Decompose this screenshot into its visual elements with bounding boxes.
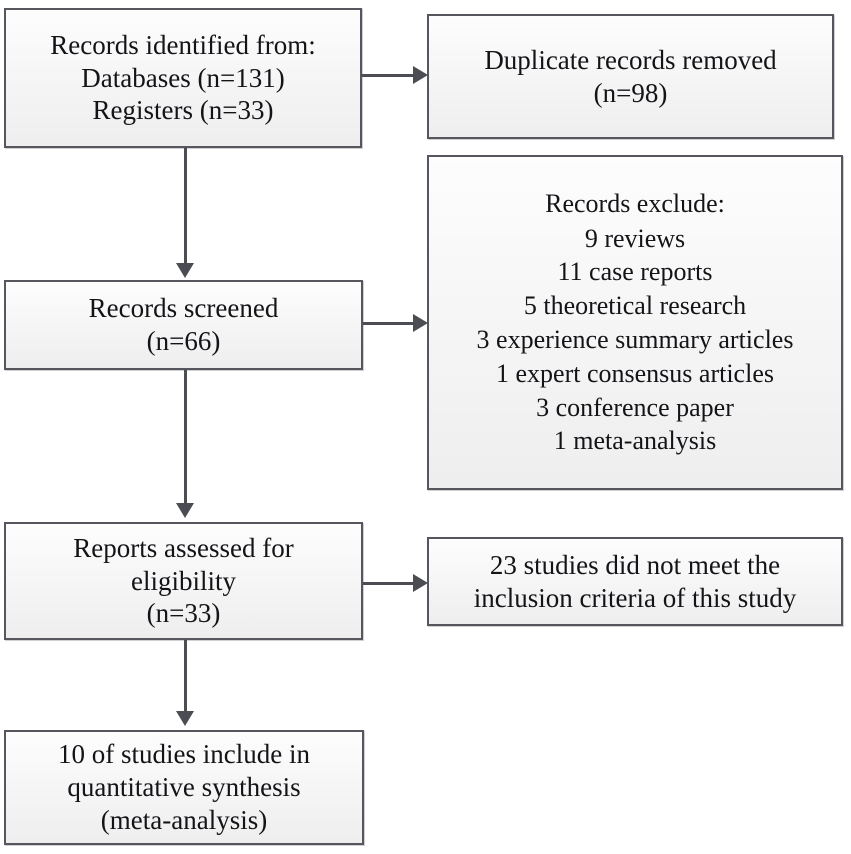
- arrow-down-icon: [176, 263, 194, 278]
- node-line: 1 expert consensus articles: [496, 358, 774, 388]
- arrow-down-icon: [176, 711, 194, 726]
- node-line: Registers (n=33): [92, 95, 274, 126]
- node-line: 1 meta-analysis: [553, 426, 717, 456]
- connector-identified-to-screened-line: [184, 148, 187, 265]
- connector-screened-to-eligibility-line: [184, 370, 187, 505]
- node-line: Reports assessed for: [73, 532, 294, 563]
- node-line: 9 reviews: [584, 223, 686, 253]
- connector-eligibility-to-notmeet-line: [363, 582, 415, 585]
- node-line: inclusion criteria of this study: [473, 582, 797, 613]
- node-line: quantitative synthesis: [67, 772, 301, 803]
- node-records-excluded[interactable]: Records exclude: 9 reviews 11 case repor…: [427, 155, 843, 490]
- connector-eligibility-to-included-line: [184, 640, 187, 713]
- node-records-screened[interactable]: Records screened (n=66): [4, 280, 363, 370]
- arrow-right-icon: [413, 314, 428, 332]
- arrow-right-icon: [413, 66, 428, 84]
- node-line: Records exclude:: [545, 188, 725, 218]
- arrow-down-icon: [176, 503, 194, 518]
- node-line: 3 conference paper: [536, 392, 734, 422]
- node-line: eligibility: [131, 565, 236, 596]
- node-line: Records screened: [88, 293, 279, 324]
- arrow-right-icon: [413, 574, 428, 592]
- connector-screened-to-excluded-line: [363, 322, 415, 325]
- node-line: (n=66): [146, 326, 221, 356]
- node-line: Records identified from:: [50, 29, 316, 60]
- node-line: 23 studies did not meet the: [489, 549, 781, 580]
- connector-identified-to-duplicates-line: [362, 74, 415, 77]
- node-line: (n=33): [146, 598, 221, 629]
- node-line: 11 case reports: [557, 257, 713, 287]
- node-studies-included-in-synthesis[interactable]: 10 of studies include in quantitative sy…: [4, 730, 364, 845]
- node-line: (meta-analysis): [100, 804, 268, 835]
- node-reports-assessed-for-eligibility[interactable]: Reports assessed for eligibility (n=33): [4, 522, 363, 640]
- node-line: 10 of studies include in: [58, 739, 310, 770]
- node-line: Databases (n=131): [81, 62, 285, 93]
- node-records-identified[interactable]: Records identified from: Databases (n=13…: [4, 8, 362, 148]
- node-line: Duplicate records removed: [484, 44, 777, 75]
- node-line: 3 experience summary articles: [476, 325, 794, 354]
- node-duplicate-records-removed[interactable]: Duplicate records removed (n=98): [427, 14, 834, 139]
- node-line: 5 theoretical research: [523, 291, 747, 321]
- node-studies-not-meeting-criteria[interactable]: 23 studies did not meet the inclusion cr…: [427, 537, 843, 626]
- node-line: (n=98): [593, 77, 668, 108]
